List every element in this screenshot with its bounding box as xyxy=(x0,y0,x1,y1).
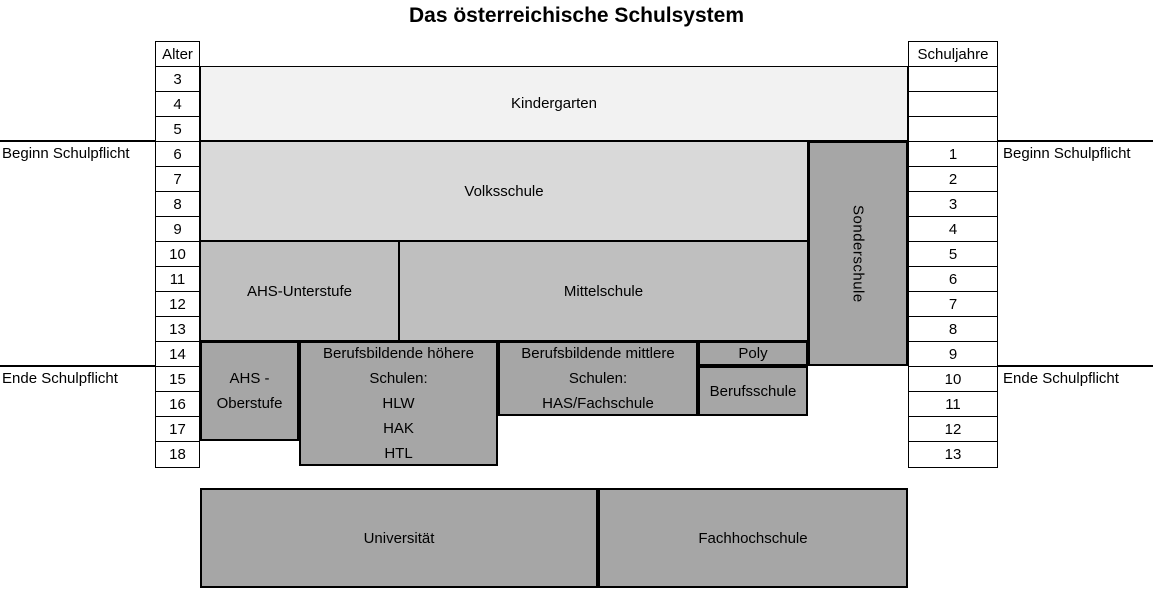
school-year-cell: 13 xyxy=(908,441,998,468)
box-berufsbildende-mittlere-schulen: Berufsbildende mittlere Schulen: HAS/Fac… xyxy=(498,341,698,416)
ende-schulpflicht-label-right: Ende Schulpflicht xyxy=(1003,370,1119,387)
age-cell: 8 xyxy=(155,191,200,218)
school-year-cell: 8 xyxy=(908,316,998,343)
ende-schulpflicht-label-left: Ende Schulpflicht xyxy=(2,370,118,387)
box-ahs-unterstufe: AHS-Unterstufe xyxy=(200,241,399,341)
age-cell: 9 xyxy=(155,216,200,243)
school-year-cell xyxy=(908,91,998,118)
school-year-cell: 1 xyxy=(908,141,998,168)
school-year-cell xyxy=(908,116,998,143)
age-cell: 10 xyxy=(155,241,200,268)
school-year-cell: 4 xyxy=(908,216,998,243)
age-axis-header: Alter xyxy=(155,41,200,68)
school-year-cell: 9 xyxy=(908,341,998,368)
box-label-line: AHS - xyxy=(229,370,270,387)
school-year-axis-header: Schuljahre xyxy=(908,41,998,68)
age-cell: 13 xyxy=(155,316,200,343)
begin-schulpflicht-label-right: Beginn Schulpflicht xyxy=(1003,145,1131,162)
age-cell: 3 xyxy=(155,66,200,93)
box-kindergarten: Kindergarten xyxy=(200,66,908,141)
box-poly: Poly xyxy=(698,341,808,366)
box-label-line: Schulen: xyxy=(568,370,628,387)
school-year-cell: 3 xyxy=(908,191,998,218)
box-label-vertical: Sonderschule xyxy=(849,204,867,303)
age-cell: 4 xyxy=(155,91,200,118)
box-label: Mittelschule xyxy=(563,282,644,300)
school-year-cell: 10 xyxy=(908,366,998,393)
begin-schulpflicht-label-left: Beginn Schulpflicht xyxy=(2,145,130,162)
school-year-cell: 11 xyxy=(908,391,998,418)
compulsory-begin-rule-left xyxy=(0,140,155,142)
school-year-cell: 7 xyxy=(908,291,998,318)
school-year-cell: 6 xyxy=(908,266,998,293)
age-cell: 14 xyxy=(155,341,200,368)
box-universitaet: Universität xyxy=(200,488,598,588)
box-label-line: HAK xyxy=(383,420,414,437)
box-label: Volksschule xyxy=(464,182,544,200)
box-label-line: Schulen: xyxy=(369,370,428,387)
school-year-cell: 5 xyxy=(908,241,998,268)
box-label: AHS-Unterstufe xyxy=(246,282,353,300)
compulsory-begin-rule-right xyxy=(998,140,1153,142)
page-title: Das österreichische Schulsystem xyxy=(409,4,744,27)
age-cell: 17 xyxy=(155,416,200,443)
box-label-line: HLW xyxy=(382,395,415,412)
box-label-line: HTL xyxy=(384,445,413,462)
age-cell: 11 xyxy=(155,266,200,293)
box-ahs-oberstufe: AHS - Oberstufe xyxy=(200,341,299,441)
age-cell: 5 xyxy=(155,116,200,143)
box-label: Kindergarten xyxy=(511,95,597,112)
age-cell: 12 xyxy=(155,291,200,318)
school-year-cell: 2 xyxy=(908,166,998,193)
compulsory-end-rule-right xyxy=(998,365,1153,367)
box-label: Berufsschule xyxy=(709,382,797,400)
box-fachhochschule: Fachhochschule xyxy=(598,488,908,588)
box-label: Fachhochschule xyxy=(698,529,808,547)
age-cell: 16 xyxy=(155,391,200,418)
age-cell: 15 xyxy=(155,366,200,393)
box-label-line: Berufsbildende höhere xyxy=(323,345,474,362)
box-label: Poly xyxy=(738,345,768,362)
school-year-cell: 12 xyxy=(908,416,998,443)
box-label-line: HAS/Fachschule xyxy=(542,395,654,412)
box-label: Universität xyxy=(363,529,435,547)
school-year-cell xyxy=(908,66,998,93)
box-label-line: Oberstufe xyxy=(216,395,283,412)
box-sonderschule: Sonderschule xyxy=(808,141,908,366)
compulsory-end-rule-left xyxy=(0,365,155,367)
box-berufsschule: Berufsschule xyxy=(698,366,808,416)
box-berufsbildende-hoehere-schulen: Berufsbildende höhere Schulen: HLW HAK H… xyxy=(299,341,498,466)
age-cell: 18 xyxy=(155,441,200,468)
box-mittelschule: Mittelschule xyxy=(399,241,808,341)
box-label-line: Berufsbildende mittlere xyxy=(521,345,675,362)
age-cell: 7 xyxy=(155,166,200,193)
box-volksschule: Volksschule xyxy=(200,141,808,241)
age-cell: 6 xyxy=(155,141,200,168)
